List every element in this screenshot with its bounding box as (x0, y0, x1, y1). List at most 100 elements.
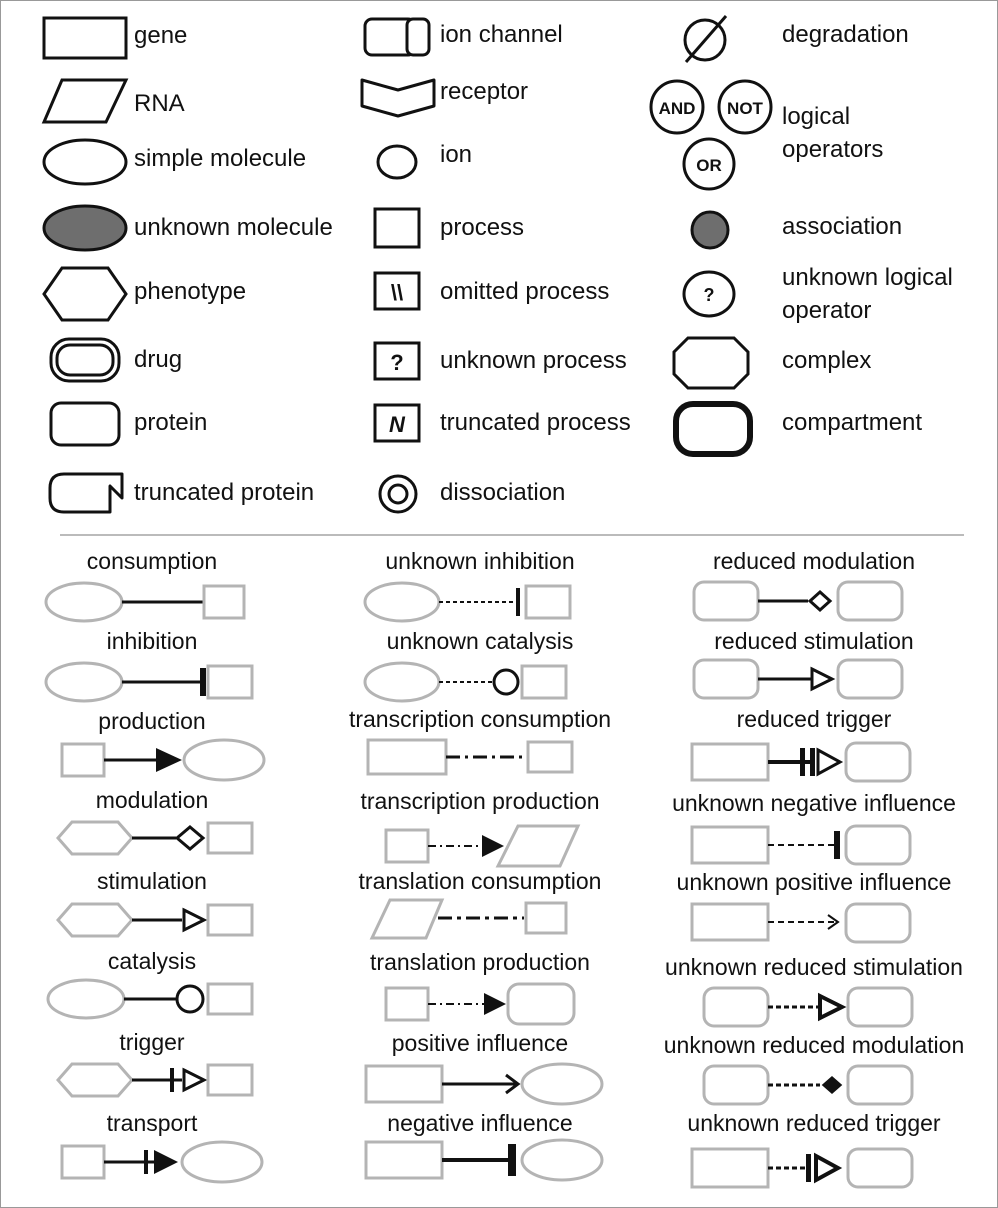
reduced-modulation-title: reduced modulation (712, 548, 916, 574)
unknown-reduced-trigger-title: unknown reduced trigger (687, 1110, 941, 1136)
rna-symbol (41, 78, 129, 124)
rna-label: RNA (134, 90, 185, 117)
process-label: process (440, 214, 525, 241)
omitted-process-symbol: \\ (373, 271, 421, 311)
receptor-symbol (360, 78, 436, 118)
positive-influence-symbol (364, 1062, 604, 1106)
translation-consumption-title: translation consumption (358, 868, 602, 894)
protein-label: protein (134, 409, 208, 436)
unknown-logical-operator-label-line1: unknown logical (782, 264, 953, 291)
unknown-logic-glyph: ? (704, 285, 715, 305)
modulation-symbol (56, 820, 254, 856)
translation-production-title: translation production (370, 949, 590, 975)
ion-symbol (376, 144, 418, 180)
or-operator-symbol: OR (682, 137, 736, 191)
transport-symbol (60, 1140, 264, 1184)
transcription-production-symbol (384, 824, 581, 868)
stimulation-symbol (56, 902, 254, 938)
catalysis-title: catalysis (107, 948, 197, 974)
transport-title: transport (106, 1110, 198, 1136)
complex-label: complex (782, 347, 872, 374)
reduced-stimulation-symbol (692, 658, 904, 700)
reduced-trigger-title: reduced trigger (736, 706, 892, 732)
truncated-process-label: truncated process (440, 409, 631, 436)
not-glyph: NOT (727, 99, 764, 118)
omitted-process-label: omitted process (440, 278, 610, 305)
ion-channel-label: ion channel (440, 21, 563, 48)
negative-influence-title: negative influence (387, 1110, 573, 1136)
unknown-reduced-stimulation-symbol (702, 986, 914, 1028)
transcription-production-title: transcription production (360, 788, 600, 814)
consumption-title: consumption (86, 548, 218, 574)
catalysis-symbol (46, 978, 254, 1020)
inhibition-title: inhibition (106, 628, 198, 654)
ion-label: ion (440, 141, 473, 168)
trigger-title: trigger (119, 1029, 185, 1055)
unknown-positive-influence-title: unknown positive influence (676, 869, 952, 895)
and-operator-symbol: AND (649, 79, 705, 135)
dissociation-label: dissociation (440, 479, 566, 506)
modulation-title: modulation (95, 787, 209, 813)
stimulation-title: stimulation (97, 868, 207, 894)
unknown-reduced-stimulation-title: unknown reduced stimulation (665, 954, 963, 980)
protein-symbol (49, 401, 121, 447)
gene-symbol (42, 16, 128, 60)
simple-molecule-label: simple molecule (134, 145, 307, 172)
unknown-positive-influence-symbol (690, 902, 912, 944)
production-symbol (60, 738, 266, 782)
section-divider (60, 534, 964, 536)
degradation-symbol (683, 15, 728, 63)
trigger-symbol (56, 1062, 254, 1098)
unknown-logical-operator-symbol: ? (682, 270, 736, 318)
negative-influence-symbol (364, 1138, 604, 1182)
complex-symbol (672, 336, 750, 390)
unknown-inhibition-title: unknown inhibition (385, 548, 575, 574)
compartment-label: compartment (782, 409, 923, 436)
degradation-label: degradation (782, 21, 909, 48)
positive-influence-title: positive influence (391, 1030, 569, 1056)
transcription-consumption-symbol (366, 738, 574, 776)
production-title: production (98, 708, 206, 734)
and-glyph: AND (659, 99, 696, 118)
unknown-negative-influence-symbol (690, 824, 912, 866)
phenotype-label: phenotype (134, 278, 247, 305)
unknown-inhibition-symbol (363, 581, 572, 623)
unknown-process-symbol: ? (373, 341, 421, 381)
logical-operators-label-line1: logical (782, 103, 851, 130)
logical-operators-label-line2: operators (782, 136, 884, 163)
unknown-molecule-label: unknown molecule (134, 214, 333, 241)
unknown-reduced-trigger-symbol (690, 1147, 914, 1189)
question-glyph: ? (390, 350, 403, 375)
translation-production-symbol (384, 982, 576, 1026)
transcription-consumption-title: transcription consumption (348, 706, 612, 732)
omitted-glyph: \\ (391, 280, 403, 305)
consumption-symbol (44, 581, 246, 623)
compartment-symbol (673, 401, 753, 457)
association-label: association (782, 213, 903, 240)
unknown-process-label: unknown process (440, 347, 627, 374)
unknown-negative-influence-title: unknown negative influence (672, 790, 956, 816)
drug-symbol (49, 337, 121, 383)
truncated-process-symbol: N (373, 403, 421, 443)
gene-label: gene (134, 22, 188, 49)
truncated-protein-symbol (48, 472, 124, 514)
ion-channel-symbol (363, 17, 431, 57)
or-glyph: OR (696, 156, 722, 175)
unknown-reduced-modulation-symbol (702, 1064, 914, 1106)
translation-consumption-symbol (369, 898, 568, 940)
truncated-glyph: N (389, 412, 406, 437)
drug-label: drug (134, 346, 183, 373)
unknown-molecule-symbol (42, 204, 128, 252)
reduced-trigger-symbol (690, 741, 912, 783)
reduced-stimulation-title: reduced stimulation (714, 628, 914, 654)
truncated-protein-label: truncated protein (134, 479, 315, 506)
process-symbol (373, 207, 421, 249)
receptor-label: receptor (440, 78, 529, 105)
phenotype-symbol (42, 266, 128, 322)
unknown-reduced-modulation-title: unknown reduced modulation (663, 1032, 965, 1058)
dissociation-symbol (378, 474, 418, 514)
unknown-catalysis-title: unknown catalysis (386, 628, 574, 654)
association-symbol (690, 210, 730, 250)
not-operator-symbol: NOT (717, 79, 773, 135)
